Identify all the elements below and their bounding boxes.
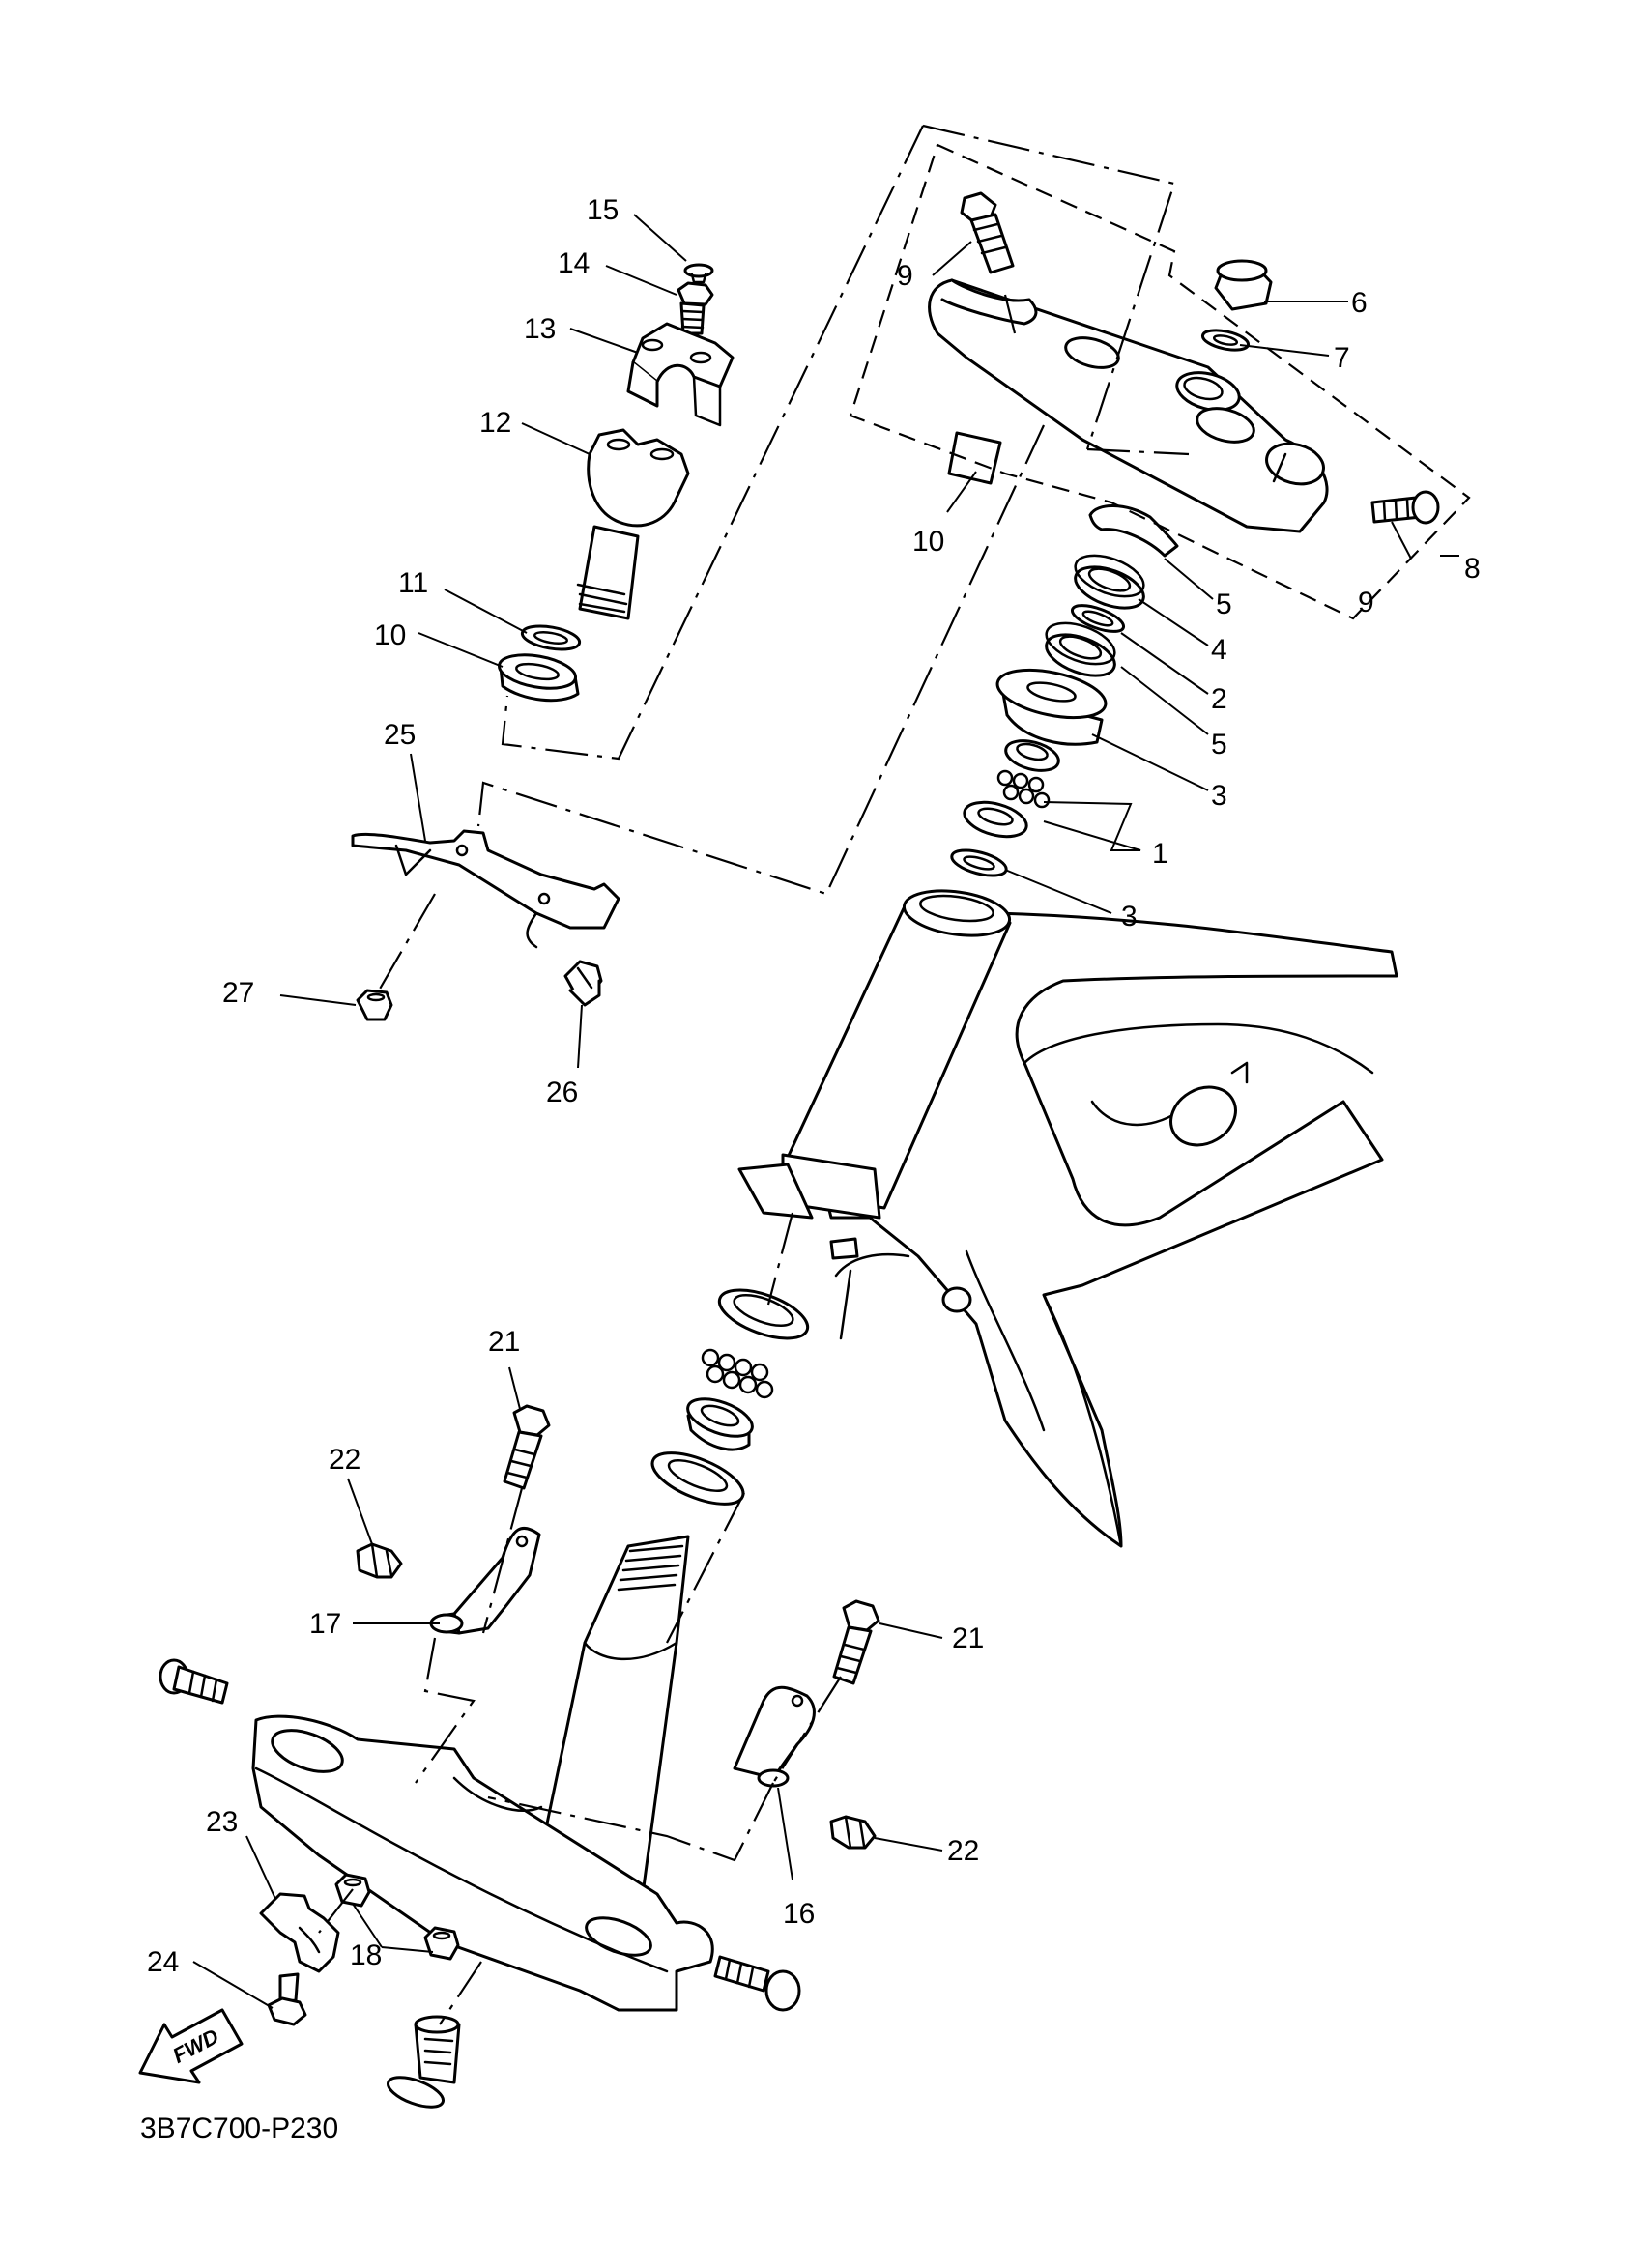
frame xyxy=(737,889,1398,1548)
callout-3: 3 xyxy=(1121,901,1138,933)
callout-21-right: 21 xyxy=(952,1622,984,1654)
callout-5-lower: 5 xyxy=(1211,729,1227,761)
callout-10-upper: 9 xyxy=(897,260,913,292)
callout-2: 2 xyxy=(1211,683,1227,715)
callout-17: 15 xyxy=(587,194,619,226)
bracket-19 xyxy=(429,1526,541,1635)
callout-12: 10 xyxy=(374,619,406,651)
seal-3 xyxy=(950,848,1008,877)
callout-22-right: 22 xyxy=(947,1835,979,1867)
callout-10-lower: 9 xyxy=(1358,587,1374,618)
bearing-1-upper xyxy=(963,739,1060,839)
callout-21-left: 21 xyxy=(488,1326,520,1358)
callouts: 15 14 13 12 11 10 9 6 7 10 5 4 2 5 3 1 3… xyxy=(147,194,1481,1978)
washer-8 xyxy=(1200,329,1251,352)
callout-16: 14 xyxy=(558,247,590,279)
bolt-10-lower xyxy=(1370,490,1440,525)
cover-4 xyxy=(995,668,1108,746)
washer-2 xyxy=(1070,604,1126,633)
fwd-arrow: FWD xyxy=(138,2008,244,2084)
callout-25: 25 xyxy=(384,719,416,751)
callout-14: 12 xyxy=(479,407,511,439)
bolt-24 xyxy=(267,1972,307,2026)
damper-12 xyxy=(498,653,580,703)
ring-nut-5-upper xyxy=(1074,554,1145,610)
bolt-10-upper xyxy=(960,191,1015,274)
callout-24: 24 xyxy=(147,1946,179,1978)
bolt-21-right xyxy=(832,1599,880,1685)
callout-19: 17 xyxy=(309,1608,341,1640)
callout-13: 11 xyxy=(398,567,428,599)
clamp-23 xyxy=(259,1892,340,1973)
callout-6: 5 xyxy=(1216,589,1232,620)
nut-27 xyxy=(356,989,393,1021)
callout-27: 27 xyxy=(222,977,254,1009)
leader-lines xyxy=(192,214,1459,2009)
bolt-lower-right xyxy=(713,1955,801,2012)
callout-20: 18 xyxy=(350,1939,382,1971)
assembly-lines xyxy=(318,124,1471,2025)
rivet-17 xyxy=(683,263,714,284)
upper-bracket xyxy=(928,278,1329,533)
ring-nut-5-lower xyxy=(1045,621,1116,677)
bracket-25 xyxy=(351,829,620,949)
callout-4: 3 xyxy=(1211,780,1227,812)
clip-22-right xyxy=(829,1815,877,1850)
collar-bottom xyxy=(387,2015,461,2109)
callout-1: 1 xyxy=(1152,838,1168,870)
bearing-lower xyxy=(650,1288,810,1506)
callout-22-left: 22 xyxy=(329,1444,360,1476)
callout-18: 16 xyxy=(783,1898,815,1930)
bolt-lower-left xyxy=(159,1658,229,1705)
callout-26: 26 xyxy=(546,1077,578,1108)
washer-13 xyxy=(520,624,582,651)
callout-11: 10 xyxy=(912,526,944,558)
diagram-code: 3B7C700-P230 xyxy=(140,2112,338,2144)
clip-22-left xyxy=(356,1542,403,1579)
bolt-16 xyxy=(677,281,714,335)
callout-8: 7 xyxy=(1334,342,1350,374)
label-11 xyxy=(947,431,1002,485)
callout-9: 8 xyxy=(1464,553,1481,585)
cap-nut-7 xyxy=(1214,259,1273,311)
lock-washer-6 xyxy=(1088,504,1179,558)
lower-holder-14 xyxy=(576,428,690,620)
clamp-26 xyxy=(563,960,603,1007)
under-bracket xyxy=(251,1535,714,2012)
callout-15: 13 xyxy=(524,313,556,345)
bolt-21-left xyxy=(503,1404,551,1490)
callout-7: 6 xyxy=(1351,287,1368,319)
nut-20-b xyxy=(423,1926,460,1961)
callout-5-upper: 4 xyxy=(1211,634,1227,666)
upper-holder-15 xyxy=(626,322,735,427)
callout-23: 23 xyxy=(206,1806,238,1838)
